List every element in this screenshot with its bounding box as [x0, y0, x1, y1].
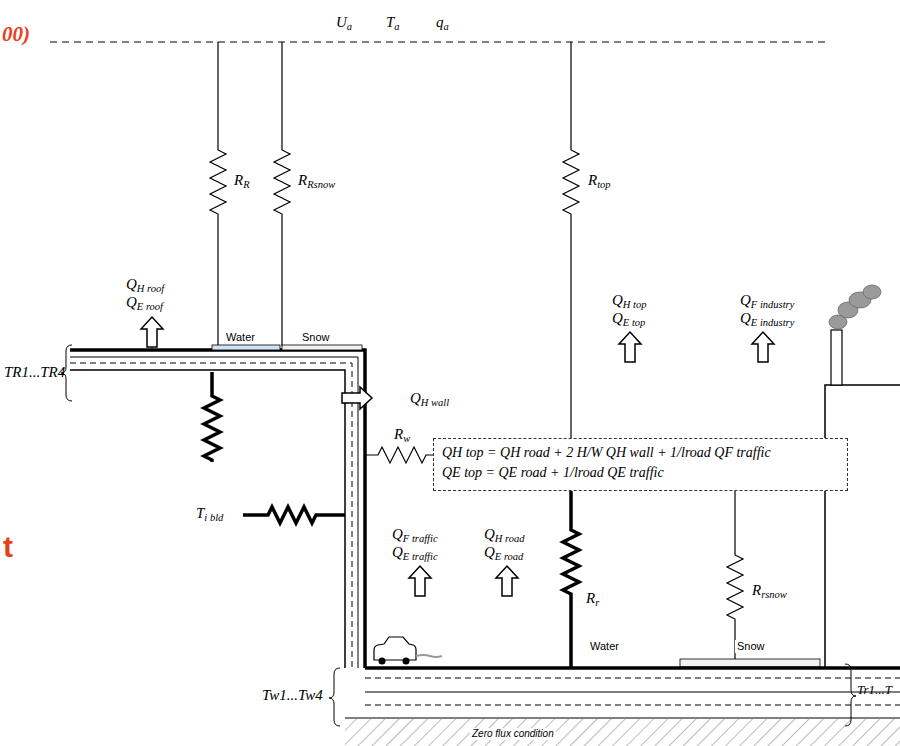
flux-label: QE traffic [392, 544, 438, 561]
roof-wall-layer [70, 363, 352, 668]
flux-arrow [342, 387, 372, 409]
flux-arrow [409, 566, 431, 596]
flux-label: QF industry [740, 292, 794, 309]
layer-brace [329, 668, 340, 726]
flux-label: QF traffic [392, 526, 438, 543]
roof-wall-layer [70, 370, 345, 668]
smoke-plume [829, 285, 881, 329]
temperature-label: Tw1...Tw4 [262, 687, 323, 704]
resistor-symbol [243, 507, 345, 523]
surface-label: Snow [300, 331, 332, 344]
equation-text: QE top = QE road + 1/lroad QE traffic [442, 463, 839, 483]
chimney [831, 330, 842, 385]
car-icon [374, 637, 442, 665]
flux-label: QE top [612, 310, 645, 327]
road-layer [345, 717, 900, 718]
roof-wall-layer [70, 357, 358, 668]
boundary-label: Zero flux condition [470, 728, 556, 740]
roof-water-layer [212, 345, 280, 350]
flux-label: QE roof [126, 294, 163, 311]
flux-label: QH roof [126, 276, 164, 293]
flux-arrow [752, 332, 774, 362]
roof-snow-layer [282, 345, 362, 350]
flux-arrow [141, 317, 163, 347]
resistance-label: Rtop [588, 172, 611, 189]
resistance-label: RR [234, 172, 250, 189]
road-layer [365, 692, 900, 693]
flux-label: QH top [612, 292, 646, 309]
ground-hatch [345, 719, 900, 746]
resistor-symbol [366, 447, 435, 463]
figure-reference: 00) [2, 22, 30, 46]
layer-brace [845, 664, 856, 726]
roof-wall-surface [70, 350, 365, 668]
resistor-symbol [274, 42, 290, 346]
resistance-label: Rrsnow [752, 582, 787, 599]
resistor-symbol [563, 42, 579, 440]
equation-text: QH top = QH road + 2 H/W QH wall + 1/lro… [442, 443, 839, 463]
resistor-symbol [210, 42, 226, 346]
temperature-label: Ti bld [196, 505, 223, 522]
temperature-label: TR1...TR4 [4, 364, 65, 381]
air-variable: Ua [336, 14, 352, 31]
resistor-symbol [727, 488, 743, 660]
resistance-label: Rr [586, 590, 599, 607]
temperature-label: Tr1...T [857, 683, 892, 698]
flux-label: QH road [484, 526, 525, 543]
resistor-symbol [563, 488, 579, 667]
flux-label: QE road [484, 544, 523, 561]
flux-arrow [619, 332, 641, 362]
road-surface [365, 666, 900, 670]
surface-label: Snow [735, 640, 767, 653]
road-layer [365, 705, 900, 706]
road-layer [365, 678, 900, 679]
air-variable: Ta [386, 14, 400, 31]
industry-building [825, 385, 900, 668]
equation-box: QH top = QH road + 2 H/W QH wall + 1/lro… [433, 438, 848, 491]
surface-label: Water [224, 331, 257, 344]
flux-label: QH wall [410, 390, 449, 407]
air-variable: qa [436, 14, 449, 31]
surface-label: Water [588, 640, 621, 653]
resistor-symbol [204, 372, 220, 462]
road-snow-layer [680, 659, 820, 667]
flux-label: QE industry [740, 310, 794, 327]
resistance-label: Rw [394, 426, 410, 443]
resistance-label: RRsnow [298, 172, 335, 189]
reference-level [50, 41, 830, 42]
flux-arrow [496, 566, 518, 596]
figure-reference: t [3, 530, 13, 565]
